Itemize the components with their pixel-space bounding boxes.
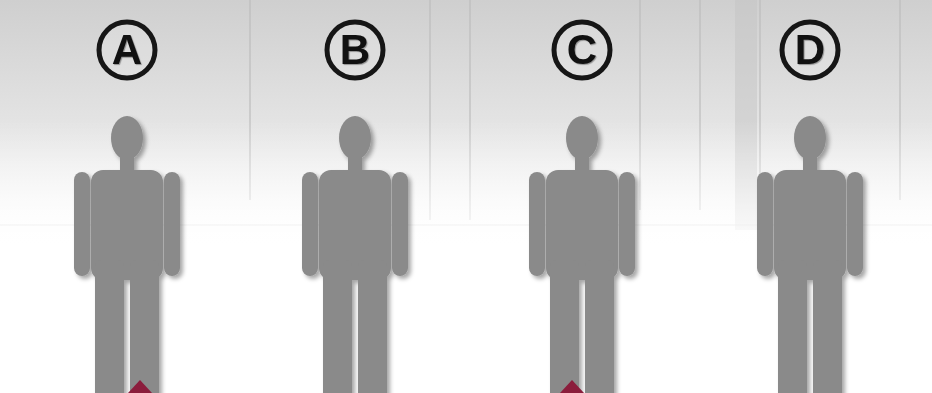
- person-silhouette: [302, 116, 408, 393]
- person-silhouette: [757, 116, 863, 393]
- letter-circle: C: [551, 19, 613, 81]
- node-letter: B: [340, 29, 370, 71]
- arrow-tip: [128, 380, 152, 393]
- person-silhouette: [529, 116, 635, 393]
- node-letter: D: [795, 29, 825, 71]
- letter-circle: D: [779, 19, 841, 81]
- letter-circle: A: [96, 19, 158, 81]
- arrow-tip: [560, 380, 584, 393]
- node-letter: A: [112, 29, 142, 71]
- letter-circle: B: [324, 19, 386, 81]
- node-letter: C: [567, 29, 597, 71]
- person-silhouette: [74, 116, 180, 393]
